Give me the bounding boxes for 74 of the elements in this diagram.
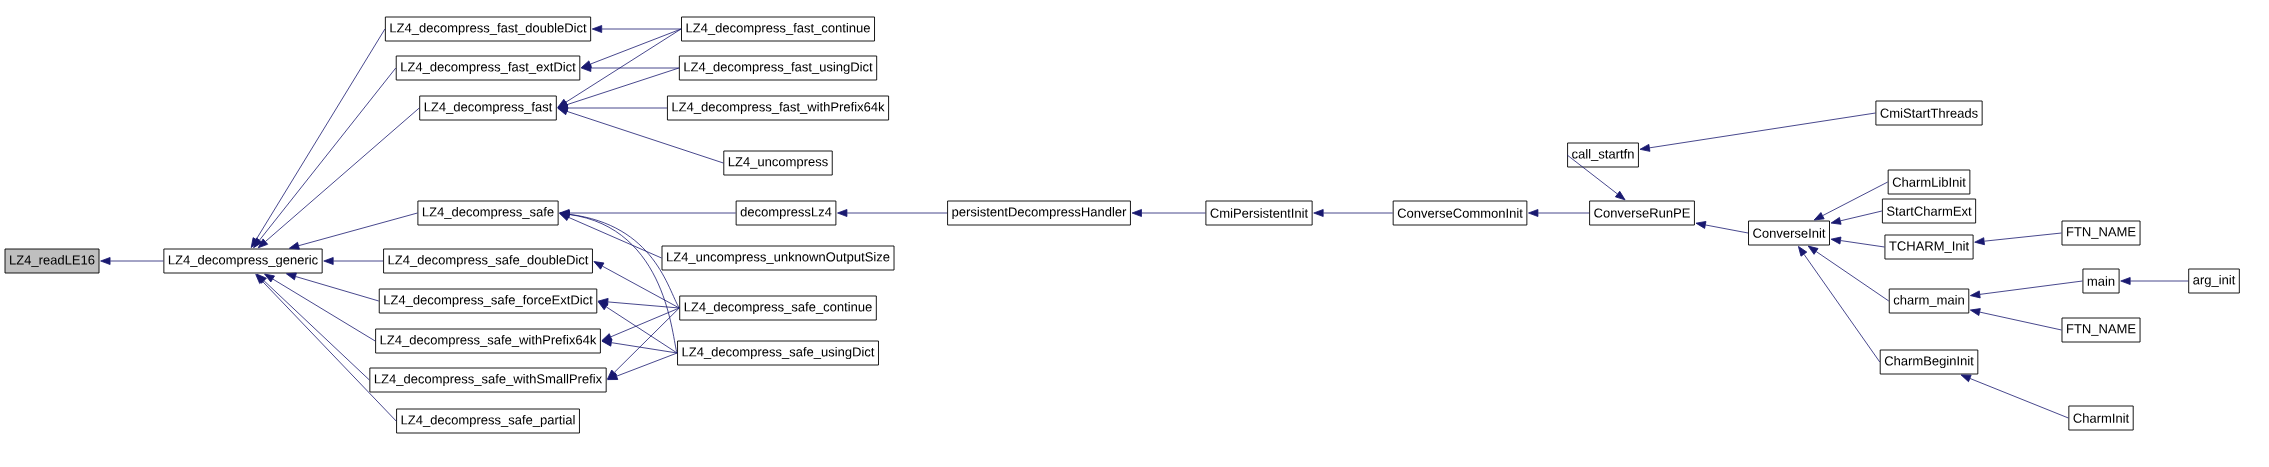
- function-box: charm_main: [1888, 288, 1970, 314]
- arrow: [559, 210, 678, 354]
- function-box: CmiStartThreads: [1875, 100, 1983, 126]
- function-box: CharmInit: [2068, 405, 2134, 431]
- function-box: arg_init: [2188, 268, 2240, 294]
- function-box: StartCharmExt: [1881, 198, 1977, 224]
- function-box: LZ4_decompress_generic: [163, 248, 323, 274]
- arrow: [1830, 236, 1885, 248]
- function-box: LZ4_decompress_fast_withPrefix64k: [666, 95, 890, 121]
- function-box: ConverseRunPE: [1589, 200, 1695, 226]
- arrow: [1695, 221, 1749, 234]
- function-box: LZ4_decompress_safe_forceExtDict: [378, 288, 598, 314]
- arrow: [1528, 209, 1590, 217]
- function-box: FTN_NAME: [2061, 317, 2141, 343]
- arrow: [1813, 181, 1889, 221]
- function-box: LZ4_decompress_fast_doubleDict: [384, 16, 592, 42]
- function-box: TCHARM_Init: [1884, 234, 1974, 260]
- function-box: LZ4_decompress_fast_extDict: [395, 55, 581, 81]
- arrow: [1974, 232, 2062, 246]
- function-box: LZ4_decompress_fast_continue: [681, 16, 875, 42]
- arrow: [607, 352, 678, 380]
- arrow: [100, 257, 164, 265]
- function-box: LZ4_decompress_safe_continue: [679, 295, 877, 321]
- function-box: LZ4_decompress_safe_withSmallPrefix: [369, 367, 607, 393]
- arrow: [1566, 154, 1626, 201]
- function-box: CharmLibInit: [1887, 169, 1971, 195]
- arrow: [557, 104, 668, 112]
- arrow: [601, 338, 678, 354]
- function-box: ConverseCommonInit: [1392, 200, 1528, 226]
- arrow: [557, 107, 724, 164]
- arrow: [1970, 280, 2083, 299]
- arrow: [288, 212, 418, 250]
- function-box: decompressLz4: [735, 200, 837, 226]
- function-box: LZ4_decompress_safe_usingDict: [677, 340, 879, 366]
- function-box: call_startfn: [1567, 142, 1639, 168]
- arrow: [1313, 209, 1394, 217]
- function-box: FTN_NAME: [2061, 220, 2141, 246]
- function-box: LZ4_readLE16: [4, 248, 100, 274]
- arrow: [264, 273, 376, 342]
- arrow: [255, 273, 397, 422]
- arrow: [253, 67, 397, 249]
- arrow: [591, 25, 682, 33]
- function-box: LZ4_decompress_safe: [417, 200, 559, 226]
- arrow: [601, 307, 680, 341]
- arrow: [1798, 246, 1881, 363]
- function-box: LZ4_decompress_fast_usingDict: [678, 55, 878, 81]
- function-box: ConverseInit: [1748, 220, 1830, 246]
- arrow: [1960, 374, 2069, 419]
- function-box: LZ4_decompress_safe_withPrefix64k: [375, 328, 601, 354]
- arrow: [837, 209, 948, 217]
- arrow: [1131, 209, 1206, 217]
- arrow: [257, 107, 420, 249]
- arrow: [597, 301, 678, 354]
- function-box: main: [2082, 268, 2120, 294]
- arrow: [323, 257, 384, 265]
- function-box: LZ4_uncompress_unknownOutputSize: [661, 245, 895, 271]
- function-box: LZ4_decompress_safe_partial: [396, 408, 580, 434]
- function-box: persistentDecompressHandler: [947, 200, 1131, 226]
- arrow: [1830, 210, 1883, 225]
- function-box: LZ4_uncompress: [723, 150, 833, 176]
- function-box: LZ4_decompress_safe_doubleDict: [383, 248, 593, 274]
- arrow: [593, 261, 680, 309]
- function-box: CharmBeginInit: [1879, 349, 1979, 375]
- arrow: [1639, 112, 1876, 152]
- function-box: CmiPersistentInit: [1205, 200, 1313, 226]
- arrow: [286, 272, 380, 302]
- arrow: [1969, 308, 2062, 331]
- arrow: [250, 28, 386, 248]
- arrow: [2120, 277, 2189, 285]
- function-box: LZ4_decompress_fast: [419, 95, 557, 121]
- arrow: [1807, 245, 1890, 302]
- arrow: [581, 64, 680, 72]
- arrow: [559, 209, 737, 217]
- arrow: [598, 298, 680, 309]
